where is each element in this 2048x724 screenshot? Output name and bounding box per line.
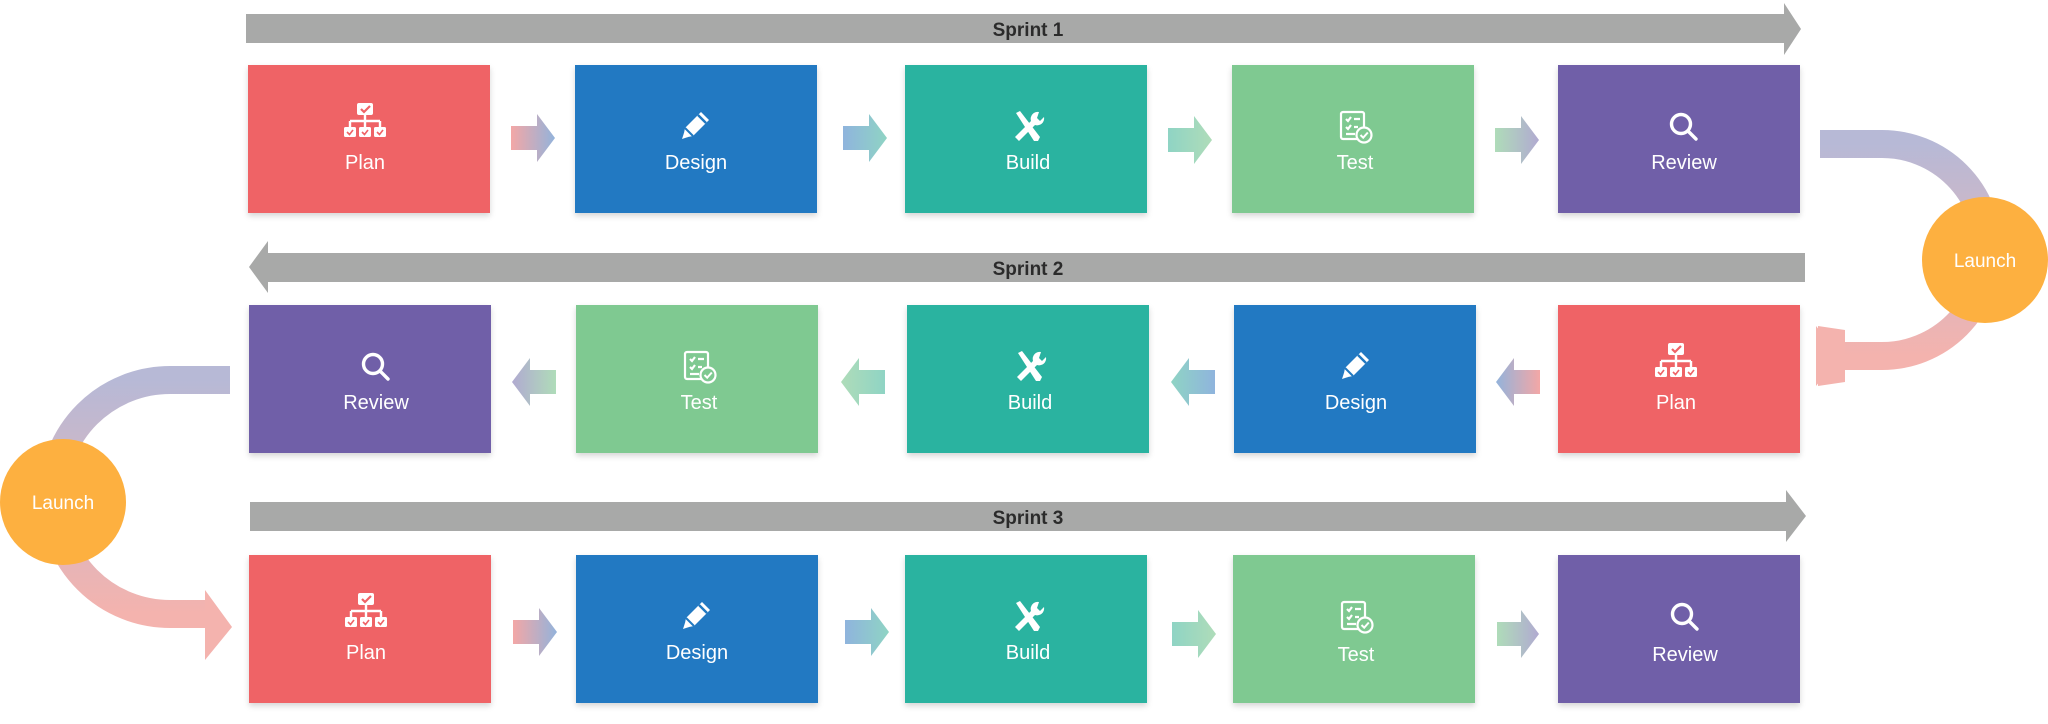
launch-circle-left: Launch [0, 439, 126, 565]
flow-arrow [845, 608, 889, 656]
step-label-plan: Plan [345, 152, 385, 174]
step-box-test: Test [576, 305, 818, 453]
step-box-plan: Plan [1558, 305, 1800, 453]
step-label-review: Review [1652, 644, 1718, 666]
step-label-test: Test [681, 392, 718, 414]
step-label-review: Review [1651, 152, 1717, 174]
step-box-review: Review [1558, 555, 1800, 703]
flow-arrow [1497, 610, 1539, 658]
step-box-build: Build [907, 305, 1149, 453]
flow-arrow [511, 114, 555, 162]
step-box-design: Design [1234, 305, 1476, 453]
flow-arrow [841, 358, 885, 406]
flow-arrow [1172, 610, 1216, 658]
step-box-plan: Plan [248, 65, 490, 213]
step-box-test: Test [1232, 65, 1474, 213]
step-label-test: Test [1338, 644, 1375, 666]
launch-label-left: Launch [32, 493, 94, 514]
step-label-design: Design [666, 642, 728, 664]
step-label-design: Design [665, 152, 727, 174]
sprint-label-2: Sprint 2 [993, 259, 1064, 280]
step-box-design: Design [575, 65, 817, 213]
sprint-label-1: Sprint 1 [993, 20, 1064, 41]
flow-arrow [512, 358, 556, 406]
step-label-plan: Plan [346, 642, 386, 664]
step-label-design: Design [1325, 392, 1387, 414]
launch-circle-right: Launch [1922, 197, 2048, 323]
launch-label-right: Launch [1954, 251, 2016, 272]
flow-arrow [513, 608, 557, 656]
step-label-build: Build [1008, 392, 1052, 414]
flow-arrow [843, 114, 887, 162]
step-box-plan: Plan [249, 555, 491, 703]
step-box-build: Build [905, 65, 1147, 213]
sprint-bar-1: Sprint 1 [246, 3, 1801, 55]
step-label-build: Build [1006, 642, 1050, 664]
step-label-test: Test [1337, 152, 1374, 174]
flow-arrow [1495, 116, 1539, 164]
step-box-review: Review [1558, 65, 1800, 213]
step-box-design: Design [576, 555, 818, 703]
sprint-bar-2: Sprint 2 [249, 241, 1805, 293]
flow-arrow [1171, 358, 1215, 406]
sprint-bar-3: Sprint 3 [250, 490, 1806, 542]
step-label-plan: Plan [1656, 392, 1696, 414]
flow-arrow [1496, 358, 1540, 406]
connector-curve-left-arrowtip [205, 590, 232, 660]
step-box-review: Review [249, 305, 491, 453]
step-label-review: Review [343, 392, 409, 414]
step-box-test: Test [1233, 555, 1475, 703]
connector-curve-right-arrowtip [1816, 326, 1840, 386]
step-box-build: Build [905, 555, 1147, 703]
flow-arrow [1168, 116, 1212, 164]
sprint-label-3: Sprint 3 [993, 508, 1064, 529]
step-label-build: Build [1006, 152, 1050, 174]
